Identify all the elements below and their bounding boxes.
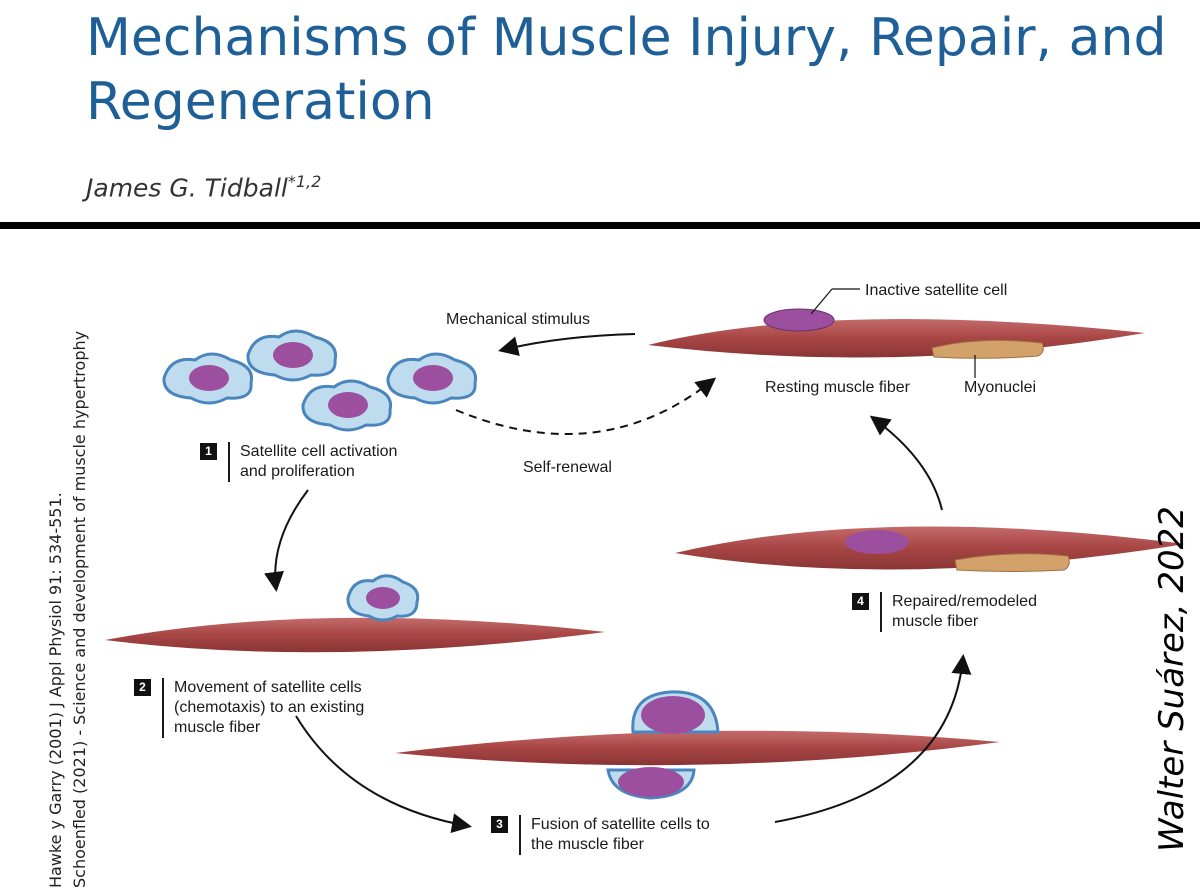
fusing-muscle-fiber (395, 690, 1000, 800)
step-4-badge: 4 (852, 593, 869, 610)
source-citations: Hawke y Garry (2001) J Appl Physiol 91: … (44, 268, 92, 888)
label-myonuclei: Myonuclei (964, 379, 1037, 396)
label-inactive-satellite-cell: Inactive satellite cell (865, 282, 1008, 299)
author-credit: Walter Suárez, 2022 (1152, 506, 1192, 852)
citation-hawke-garry: Hawke y Garry (2001) J Appl Physiol 91: … (46, 492, 65, 888)
inactive-satellite-cell-shape (763, 308, 835, 332)
step-2-badge: 2 (134, 679, 151, 696)
citation-schoenfeld: Schoenfled (2021) - Science and developm… (70, 330, 89, 888)
author-line: James G. Tidball*1,2 (86, 172, 321, 202)
step-1-caption: 1 Satellite cell activation and prolifer… (200, 442, 397, 482)
label-resting-muscle-fiber: Resting muscle fiber (765, 379, 910, 396)
step-3-badge: 3 (491, 816, 508, 833)
step-3-caption: 3 Fusion of satellite cells to the muscl… (491, 815, 710, 855)
label-mechanical-stimulus: Mechanical stimulus (446, 311, 591, 328)
arrow-1-to-2 (264, 489, 309, 592)
author-name: James G. Tidball (86, 173, 288, 203)
step-4-caption: 4 Repaired/remodeled muscle fiber (852, 592, 1037, 632)
self-renewal-arrow (455, 377, 717, 435)
step-1-badge: 1 (200, 443, 217, 460)
author-affiliation: *1,2 (287, 172, 322, 191)
myonuclei-shape (931, 339, 1044, 359)
arrow-3-to-4 (774, 654, 972, 823)
label-self-renewal: Self-renewal (523, 459, 612, 476)
cycle-arrows (264, 333, 972, 834)
activated-satellite-cells (162, 329, 478, 432)
resting-muscle-fiber (648, 308, 1145, 359)
mechanical-stimulus-arrow (498, 333, 636, 356)
repaired-muscle-fiber (675, 526, 1185, 572)
arrow-4-to-resting (869, 415, 943, 511)
step-2-caption: 2 Movement of satellite cells (chemotaxi… (134, 678, 364, 738)
arrow-2-to-3 (295, 715, 472, 834)
page-title: Mechanisms of Muscle Injury, Repair, and… (86, 8, 1167, 132)
header-divider (0, 222, 1200, 229)
existing-muscle-fiber (105, 574, 605, 653)
